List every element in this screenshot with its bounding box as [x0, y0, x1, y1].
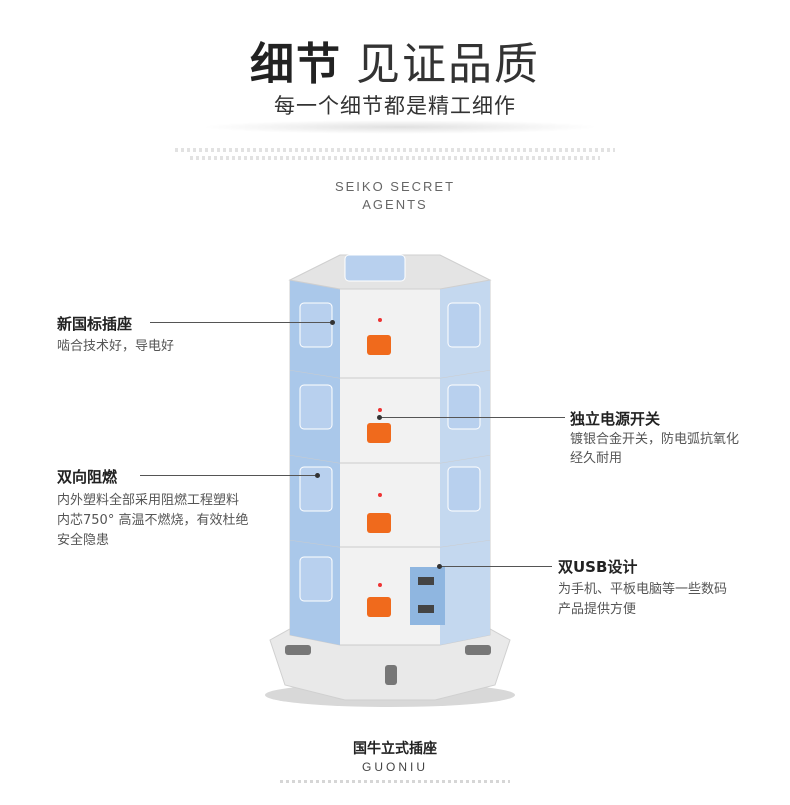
callout-dot: [437, 564, 442, 569]
feature-outlet-desc: 啮合技术好，导电好: [57, 339, 175, 354]
switch-icon: [367, 423, 391, 443]
decorative-text-line: [280, 780, 510, 783]
hero-title: 细节见证品质: [0, 28, 790, 92]
callout-dot: [330, 320, 335, 325]
decorative-text-line: [190, 156, 600, 160]
feature-usb-desc-1: 为手机、平板电脑等一些数码: [558, 582, 728, 597]
callout-line: [150, 322, 330, 323]
tagline-line2: AGENTS: [362, 197, 428, 212]
switch-icon: [367, 335, 391, 355]
tier-3: [289, 449, 491, 548]
switch-icon: [367, 597, 391, 617]
tier-1: [289, 279, 491, 379]
base-slot: [385, 665, 397, 685]
divider-shadow: [200, 120, 600, 134]
base-slot: [285, 645, 311, 655]
hero-title-thin: 见证品质: [356, 39, 540, 90]
feature-switch-title: 独立电源开关: [570, 410, 661, 428]
tagline: SEIKO SECRET AGENTS: [0, 178, 790, 214]
feature-usb-title: 双USB设计: [558, 558, 638, 576]
tier-2: [289, 364, 491, 464]
feature-flame-title: 双向阻燃: [57, 468, 118, 486]
power-tower-illustration: [265, 254, 515, 707]
feature-usb-desc-2: 产品提供方便: [558, 602, 637, 617]
callout-line: [440, 566, 552, 567]
top-outlet: [344, 254, 406, 282]
product-brand: GUONIU: [362, 760, 428, 774]
hero-subtitle: 每一个细节都是精工细作: [274, 94, 516, 118]
usb-panel: [410, 567, 445, 625]
callout-line: [140, 475, 315, 476]
feature-outlet-title: 新国标插座: [57, 315, 133, 333]
product-name: 国牛立式插座: [353, 741, 437, 757]
feature-switch-desc-2: 经久耐用: [570, 451, 623, 466]
callout-dot: [315, 473, 320, 478]
switch-icon: [367, 513, 391, 533]
feature-flame-desc-2: 内芯750° 高温不燃烧，有效杜绝: [57, 513, 249, 528]
feature-switch-desc-1: 镀银合金开关，防电弧抗氧化: [570, 432, 740, 447]
decorative-text-line: [175, 148, 615, 152]
base-slot: [465, 645, 491, 655]
feature-flame-desc-3: 安全隐患: [57, 533, 110, 548]
hero-title-bold: 细节: [250, 39, 342, 90]
callout-line: [380, 417, 565, 418]
tagline-line1: SEIKO SECRET: [334, 179, 456, 194]
callout-dot: [377, 415, 382, 420]
tier-4: [289, 534, 491, 646]
feature-flame-desc-1: 内外塑料全部采用阻燃工程塑料: [57, 493, 240, 508]
